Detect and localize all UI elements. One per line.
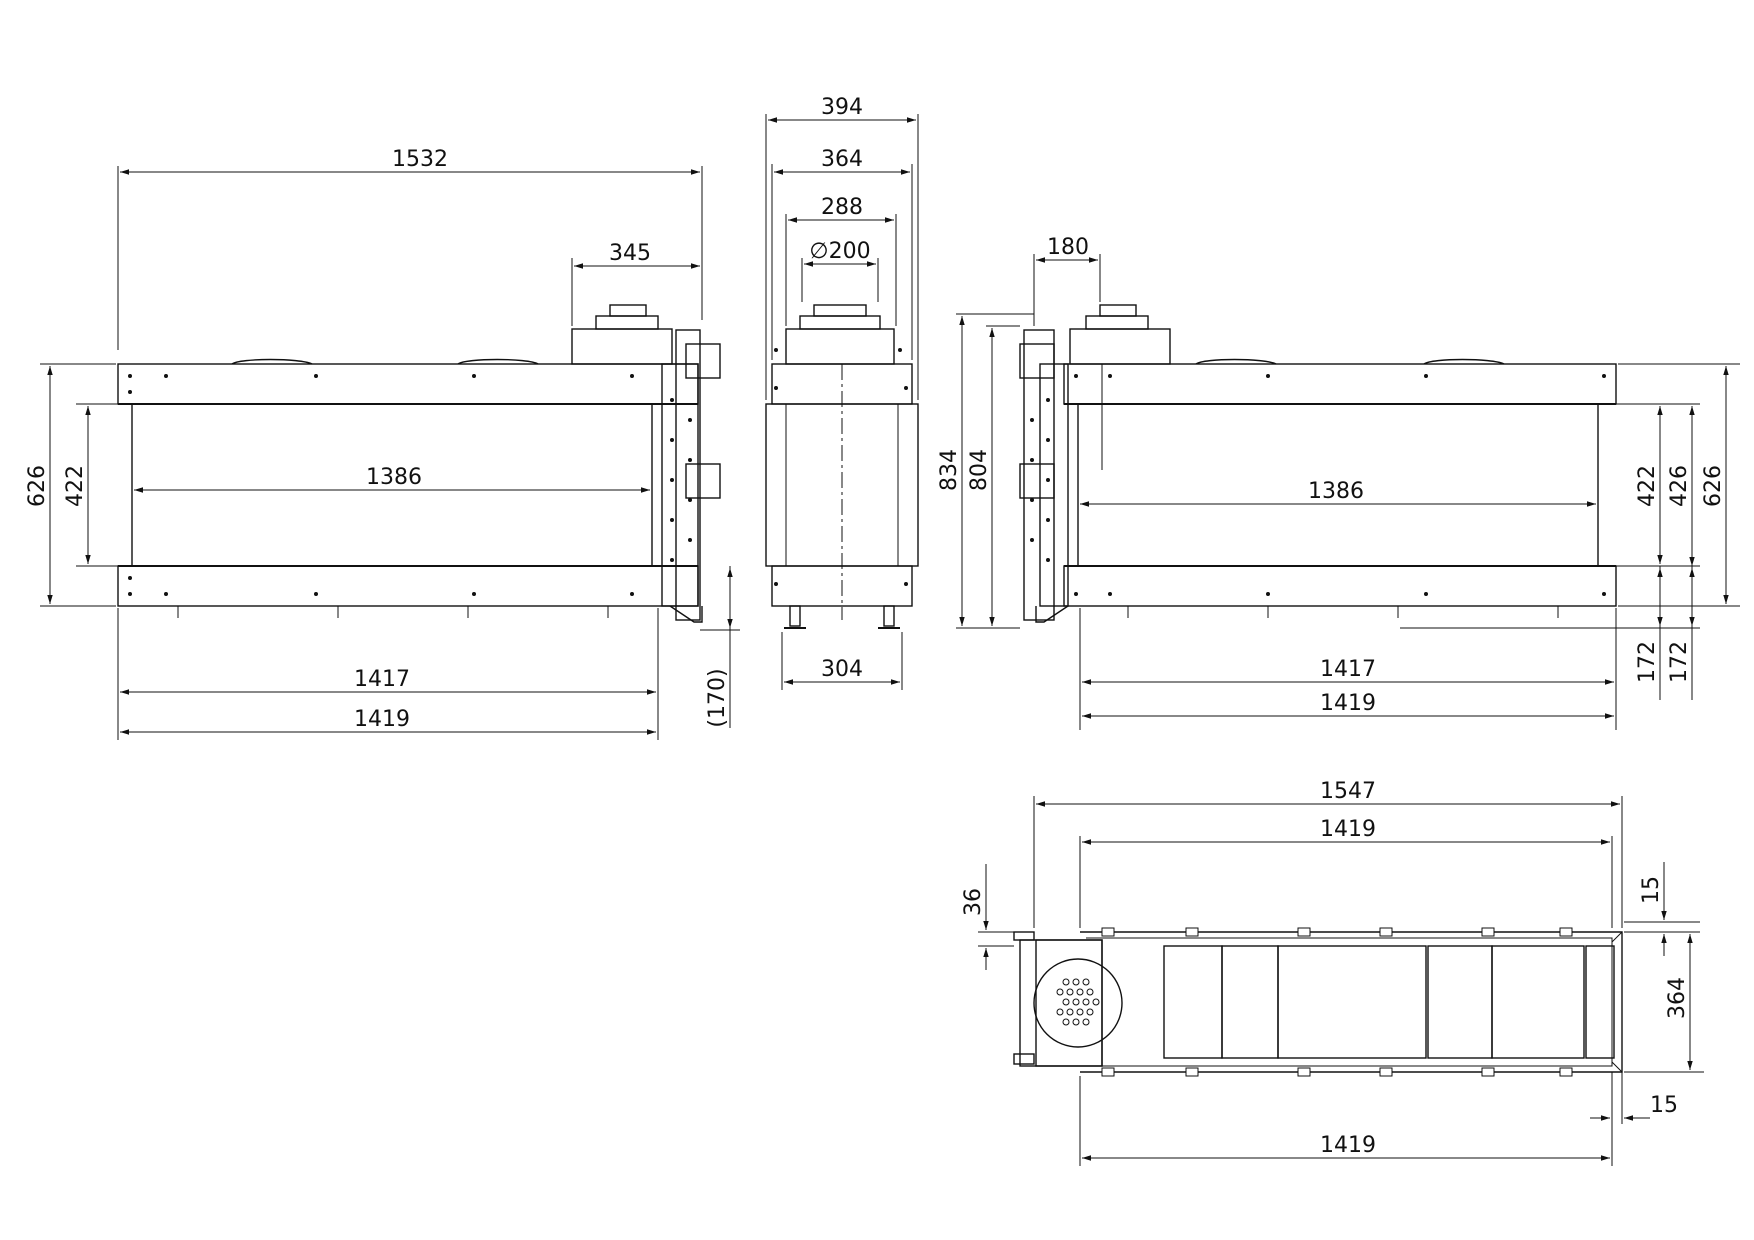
dim-front-345: 345 (609, 241, 651, 266)
dim-front-1386: 1386 (366, 465, 422, 490)
dim-right-804: 804 (967, 449, 992, 491)
dim-front-422: 422 (63, 465, 88, 507)
dim-top-1419-lower: 1419 (1320, 1133, 1376, 1158)
dim-side-364: 364 (821, 147, 863, 172)
dim-top-15-lower: 15 (1650, 1093, 1678, 1118)
dim-front-1532: 1532 (392, 147, 448, 172)
dim-right-1417: 1417 (1320, 657, 1376, 682)
front-view (117, 304, 721, 623)
top-dimensions: 1547 1419 36 15 364 15 1419 (961, 779, 1704, 1166)
dim-front-626: 626 (25, 465, 50, 507)
right-dimensions: 180 834 804 1386 422 426 626 172 172 141… (937, 235, 1740, 730)
dim-top-36: 36 (961, 888, 986, 916)
dim-right-426: 426 (1667, 465, 1692, 507)
side-dimensions: 394 364 288 ∅200 304 (765, 95, 919, 690)
dim-side-304: 304 (821, 657, 863, 682)
front-flue-box (571, 328, 673, 365)
dim-top-1419-upper: 1419 (1320, 817, 1376, 842)
dim-front-1419: 1419 (354, 707, 410, 732)
top-flue-outlet (1019, 939, 1103, 1067)
dim-right-834: 834 (937, 449, 962, 491)
dim-right-180: 180 (1047, 235, 1089, 260)
dim-right-422: 422 (1635, 465, 1660, 507)
flue-circle (1033, 958, 1123, 1048)
dim-right-626: 626 (1701, 465, 1726, 507)
dim-right-172-a: 172 (1635, 641, 1660, 683)
dim-side-288: 288 (821, 195, 863, 220)
dim-front-1417: 1417 (354, 667, 410, 692)
dim-right-172-b: 172 (1667, 641, 1692, 683)
dim-front-170: (170) (705, 668, 730, 727)
dim-top-1547: 1547 (1320, 779, 1376, 804)
front-dimensions: 1532 345 626 422 1386 1417 1419 (170) (25, 147, 740, 740)
dim-top-15-upper: 15 (1639, 876, 1664, 904)
dim-side-394: 394 (821, 95, 863, 120)
top-view (1013, 927, 1623, 1077)
dim-top-364: 364 (1665, 977, 1690, 1019)
side-view (765, 304, 919, 629)
dim-side-diameter: ∅200 (809, 239, 870, 264)
dim-right-1419: 1419 (1320, 691, 1376, 716)
front-top-hood (117, 363, 699, 405)
front-bottom-plinth (117, 565, 699, 607)
dim-right-1386: 1386 (1308, 479, 1364, 504)
right-view (1019, 304, 1617, 623)
